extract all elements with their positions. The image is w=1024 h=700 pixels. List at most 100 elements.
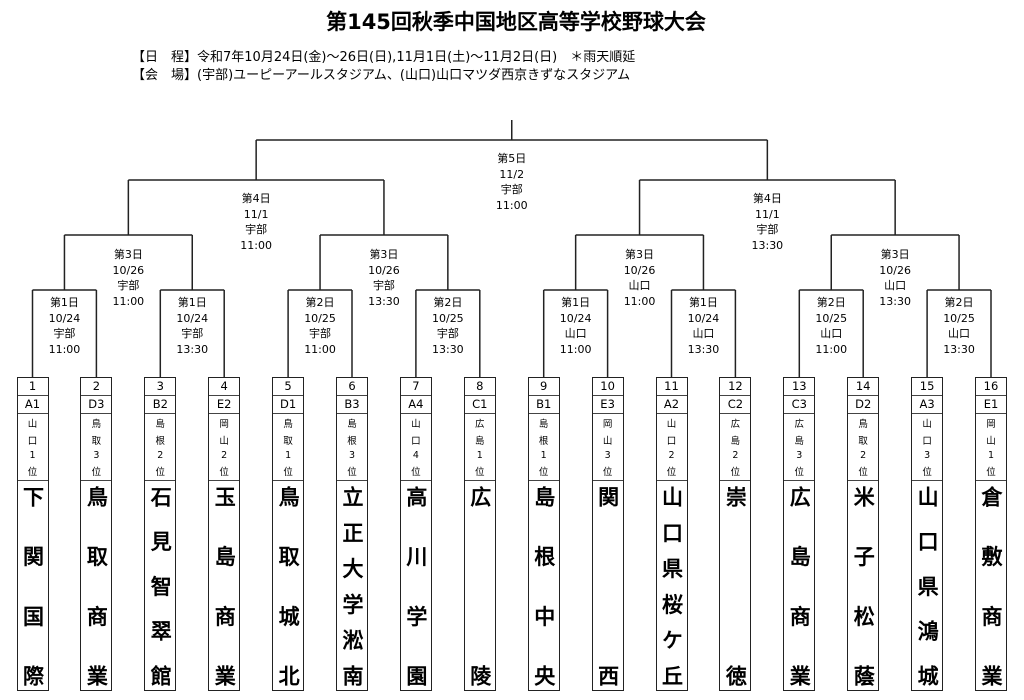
team-seed-code: C2 (720, 396, 751, 414)
team-name: 山口県桜ケ丘 (659, 486, 684, 686)
team-number: 2 (81, 378, 112, 396)
team-number: 9 (528, 378, 559, 396)
team-name: 下関国際 (20, 486, 45, 686)
pref-char: 岡 (602, 419, 613, 431)
pref-char: 位 (538, 466, 549, 478)
venue-line: 【会 場】(宇部)ユーピーアールスタジアム、(山口)山口マツダ西京きずなスタジア… (132, 68, 631, 83)
team-seed-code: E2 (209, 396, 240, 414)
pref-char: 2 (732, 449, 739, 461)
match-info-line: 11:00 (112, 294, 145, 308)
team-seed-code: D2 (848, 396, 879, 414)
team-seed-code: A4 (400, 396, 431, 414)
team-seed-code: E1 (976, 396, 1006, 414)
pref-char: 1 (476, 449, 483, 461)
team-name: 倉敷商業 (979, 486, 1003, 686)
team-number: 5 (273, 378, 304, 396)
match-info-line: 10/25 (304, 311, 336, 325)
match-info-line: 山口 (692, 327, 715, 340)
pref-char: 島 (538, 419, 549, 431)
pref-char: 島 (347, 419, 357, 431)
team-number: 1 (17, 378, 48, 396)
match-info-line: 宇部 (372, 279, 395, 292)
team-number: 16 (976, 378, 1006, 396)
match-info-line: 10/24 (176, 311, 209, 325)
pref-char: 1 (540, 449, 547, 461)
match-info-line: 第3日 (113, 248, 143, 261)
team-name: 鳥取城北 (276, 486, 301, 686)
team-number: 14 (848, 378, 879, 396)
pref-char: 取 (858, 436, 868, 448)
team-seed-code: B1 (528, 396, 559, 414)
match-info-line: 11:00 (304, 342, 336, 356)
match-info-line: 第2日 (944, 296, 974, 309)
team-name: 立正大学淞南 (340, 486, 364, 686)
match-info-line: 11:00 (559, 342, 592, 356)
pref-char: 3 (796, 449, 803, 461)
pref-char: 島 (475, 436, 485, 448)
match-info-line: 11:00 (495, 198, 528, 212)
pref-char: 広 (794, 419, 805, 431)
team-name: 米子松蔭 (851, 486, 876, 686)
pref-char: 山 (986, 436, 996, 448)
pref-char: 島 (794, 436, 805, 448)
match-info-line: 第5日 (497, 152, 527, 165)
match-info-line: 第2日 (816, 296, 846, 309)
team-number: 12 (720, 378, 751, 396)
pref-char: 口 (666, 436, 677, 448)
pref-char: 位 (475, 466, 485, 478)
team-seed-code: B3 (337, 396, 367, 414)
pref-char: 取 (283, 436, 293, 448)
pref-char: 口 (27, 436, 38, 448)
match-info-line: 10/26 (368, 263, 400, 277)
team-seed-code: A2 (656, 396, 687, 414)
pref-char: 鳥 (283, 419, 293, 431)
match-info-line: 10/25 (815, 311, 848, 325)
pref-char: 位 (794, 466, 805, 478)
pref-char: 位 (91, 466, 102, 478)
team-number: 3 (145, 378, 176, 396)
pref-char: 根 (155, 436, 166, 448)
match-info-line: 10/24 (559, 311, 592, 325)
match-info-line: 宇部 (436, 327, 459, 340)
match-info-line: 第2日 (305, 296, 335, 309)
match-info-line: 第1日 (561, 296, 591, 309)
pref-char: 位 (602, 466, 613, 478)
pref-char: 島 (155, 419, 166, 431)
pref-char: 鳥 (91, 419, 102, 431)
pref-char: 位 (347, 466, 357, 478)
match-info-line: 11/2 (499, 167, 525, 181)
team-name: 山口県鴻城 (915, 486, 940, 686)
match-info-line: 11:00 (815, 342, 848, 356)
match-info-line: 第2日 (433, 296, 463, 309)
pref-char: 山 (411, 419, 421, 431)
team-seed-code: A3 (912, 396, 943, 414)
team-number: 13 (784, 378, 815, 396)
match-info-line: 10/26 (623, 263, 656, 277)
pref-char: 位 (219, 466, 229, 478)
match-info-line: 13:30 (368, 294, 400, 308)
team-number: 11 (656, 378, 687, 396)
match-info-line: 第1日 (177, 296, 207, 309)
match-info-line: 13:30 (431, 342, 464, 356)
match-info-line: 13:30 (176, 342, 209, 356)
